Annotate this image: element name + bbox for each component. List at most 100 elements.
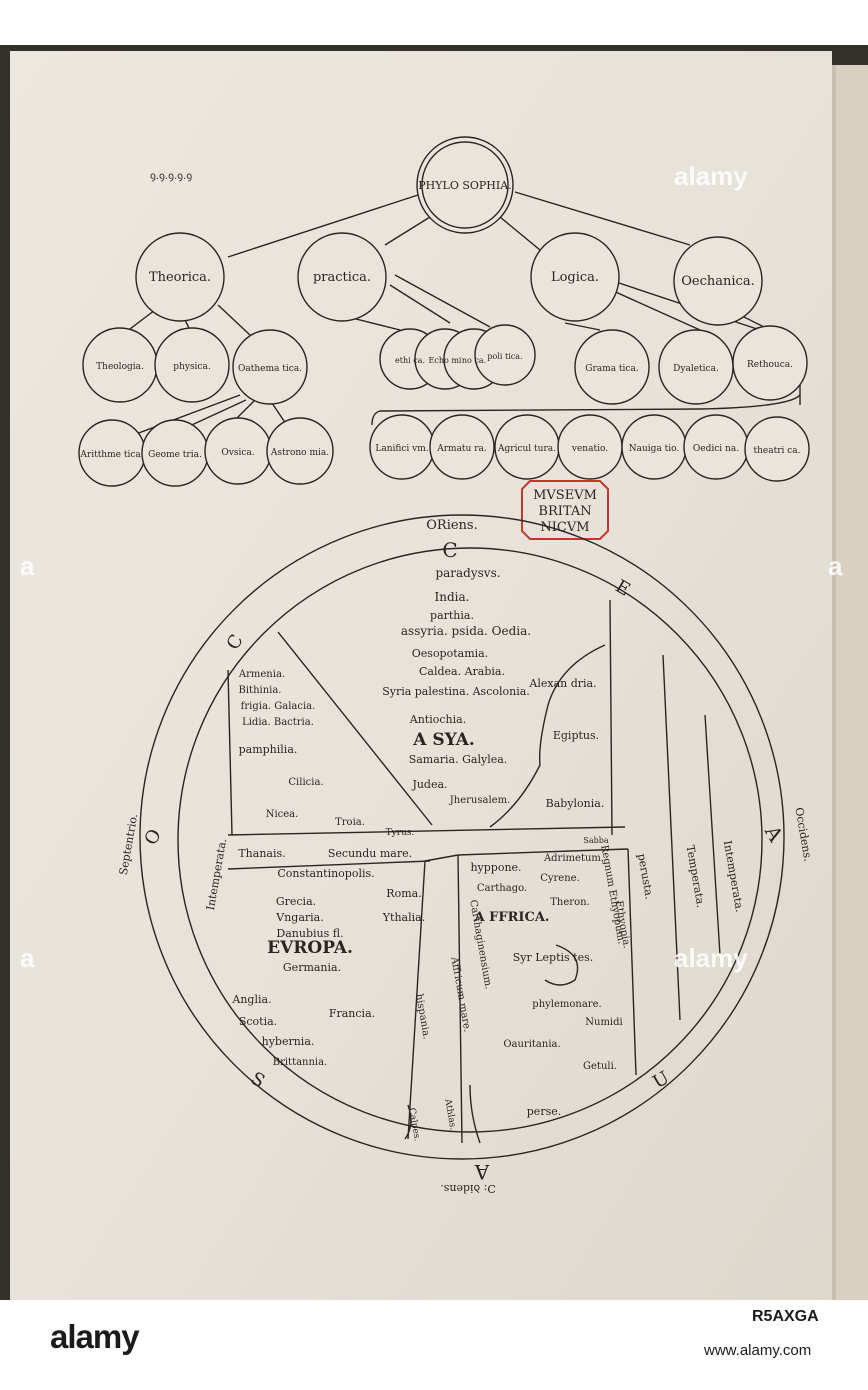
africa-label: Cyrene. bbox=[540, 873, 580, 884]
child-label: Dyaletica. bbox=[673, 364, 719, 374]
asia-label: Oesopotamia. bbox=[412, 647, 488, 660]
philosophy-diagram bbox=[119, 191, 801, 441]
watermark-top: alamy bbox=[674, 161, 748, 191]
europa-label: Grecia. bbox=[276, 895, 316, 908]
logica-circle bbox=[530, 232, 620, 322]
africa-label: Sabba bbox=[583, 836, 608, 845]
africa-label: Numidi bbox=[585, 1017, 622, 1028]
child-label: Lanifici vm. bbox=[375, 444, 428, 454]
asia-label: frigia. Galacia. bbox=[241, 701, 316, 712]
cardinal-east: ORiens. bbox=[426, 518, 477, 533]
europa-label: Tyrus. bbox=[386, 828, 415, 838]
child-label: Oathema tica. bbox=[238, 364, 302, 374]
europa-label: Brittannia. bbox=[273, 1057, 328, 1068]
child-label: Theologia. bbox=[96, 362, 144, 372]
asia-label: Bithinia. bbox=[239, 685, 282, 696]
footer-bar bbox=[0, 1300, 868, 1390]
image-code: R5AXGA bbox=[752, 1308, 819, 1325]
watermark-left: a bbox=[20, 551, 35, 581]
branch-label: Theorica. bbox=[149, 270, 211, 285]
europa-label: Secundu mare. bbox=[328, 847, 412, 860]
asia-label: parthia. bbox=[430, 609, 474, 622]
cardinal-south: Ɔ: ꝺidens. bbox=[440, 1182, 496, 1195]
theorica-circle bbox=[135, 232, 225, 322]
watermark-edge: a bbox=[828, 551, 843, 581]
europa-label: Roma. bbox=[386, 887, 421, 900]
zone-letter: A bbox=[474, 1160, 490, 1184]
child-label: Oedici na. bbox=[693, 444, 739, 454]
child-label: Grama tica. bbox=[585, 364, 639, 374]
mechanica-circle bbox=[673, 236, 763, 326]
alamy-url: www.alamy.com bbox=[704, 1342, 812, 1359]
child-label: Agricul tura. bbox=[497, 444, 556, 454]
branch-label: practica. bbox=[313, 270, 371, 285]
root-label: PHYLO SOPHIA. bbox=[418, 179, 511, 192]
zone-letter: C bbox=[442, 538, 457, 562]
africa-label: Oauritania. bbox=[503, 1039, 560, 1050]
child-label: Echo mi bbox=[429, 356, 462, 365]
museum-stamp: MVSEVM BRITAN NICVM bbox=[521, 480, 609, 540]
alamy-logo: alamy bbox=[50, 1318, 140, 1355]
child-label: no ca. bbox=[462, 356, 486, 365]
europa-label: Ythalia. bbox=[382, 911, 425, 924]
asia-label: paradysvs. bbox=[435, 566, 500, 580]
asia-label: Antiochia. bbox=[409, 713, 466, 726]
math-child-label: Ovsica. bbox=[221, 448, 254, 458]
asia-label: Judea. bbox=[411, 778, 447, 791]
child-label: Rethouca. bbox=[747, 360, 793, 370]
africa-label: Getuli. bbox=[583, 1061, 617, 1072]
asia-label: Armenia. bbox=[238, 669, 285, 680]
africa-label: perse. bbox=[527, 1105, 561, 1118]
branch-label: Oechanica. bbox=[681, 274, 754, 289]
europa-label: Scotia. bbox=[239, 1015, 277, 1028]
africa-title: A FFRICA. bbox=[474, 910, 550, 925]
europa-label: Francia. bbox=[329, 1007, 375, 1020]
asia-label: Troia. bbox=[335, 817, 365, 828]
africa-label: Carthago. bbox=[477, 883, 527, 894]
africa-label: phylemonare. bbox=[532, 999, 601, 1010]
map-inner-ring bbox=[177, 547, 763, 1133]
root-circle bbox=[421, 141, 509, 229]
branch-label: Logica. bbox=[551, 270, 599, 285]
asia-label: assyria. psida. Oedia. bbox=[401, 624, 531, 638]
math-child-label: Astrono mia. bbox=[270, 448, 329, 458]
child-label: poli tica. bbox=[487, 352, 522, 361]
child-label: ethi ca. bbox=[395, 356, 425, 365]
stamp-line-1: MVSEVM bbox=[533, 488, 597, 503]
watermark-left-2: a bbox=[20, 943, 35, 973]
asia-label: Babylonia. bbox=[546, 797, 605, 810]
stamp-line-3: NICVM bbox=[540, 520, 589, 535]
marginal-note: ꝯ.ꝯ.ꝯ.ꝯ.ꝯ bbox=[150, 171, 192, 182]
asia-label: Egiptus. bbox=[553, 729, 599, 742]
europa-title: EVROPA. bbox=[267, 938, 353, 958]
europa-label: Anglia. bbox=[231, 993, 271, 1006]
europa-label: Danubius fl. bbox=[276, 927, 343, 940]
stamp-line-2: BRITAN bbox=[538, 504, 591, 519]
africa-label: hyppone. bbox=[470, 861, 521, 874]
europa-label: Vngaria. bbox=[275, 911, 323, 924]
asia-label: pamphilia. bbox=[239, 743, 298, 756]
child-label: physica. bbox=[173, 362, 211, 372]
europa-label: Constantinopolis. bbox=[277, 867, 374, 880]
child-label: Armatu ra. bbox=[436, 444, 487, 454]
child-label: venatio. bbox=[571, 444, 608, 454]
asia-label: Nicea. bbox=[266, 809, 299, 820]
child-label: theatri ca. bbox=[753, 446, 800, 456]
asia-label: Lidia. Bactria. bbox=[242, 717, 314, 728]
asia-label: Caldea. Arabia. bbox=[419, 665, 505, 678]
world-map bbox=[139, 514, 785, 1160]
europa-label: Germania. bbox=[283, 961, 341, 974]
math-child-label: Geome tria. bbox=[148, 450, 202, 460]
asia-label: Alexan dria. bbox=[528, 677, 596, 690]
math-child-label: Aritthme tica. bbox=[79, 450, 143, 460]
asia-title: A SYA. bbox=[412, 730, 475, 750]
asia-label: India. bbox=[435, 590, 470, 604]
africa-label: Syr Leptis tes. bbox=[513, 951, 594, 964]
europa-label: Thanais. bbox=[238, 847, 285, 860]
asia-label: Syria palestina. Ascolonia. bbox=[382, 685, 530, 698]
map-outer-ring bbox=[139, 514, 785, 1160]
asia-label: Jherusalem. bbox=[449, 795, 510, 806]
asia-label: Cilicia. bbox=[288, 777, 323, 788]
africa-label: Adrimetum. bbox=[543, 853, 604, 864]
